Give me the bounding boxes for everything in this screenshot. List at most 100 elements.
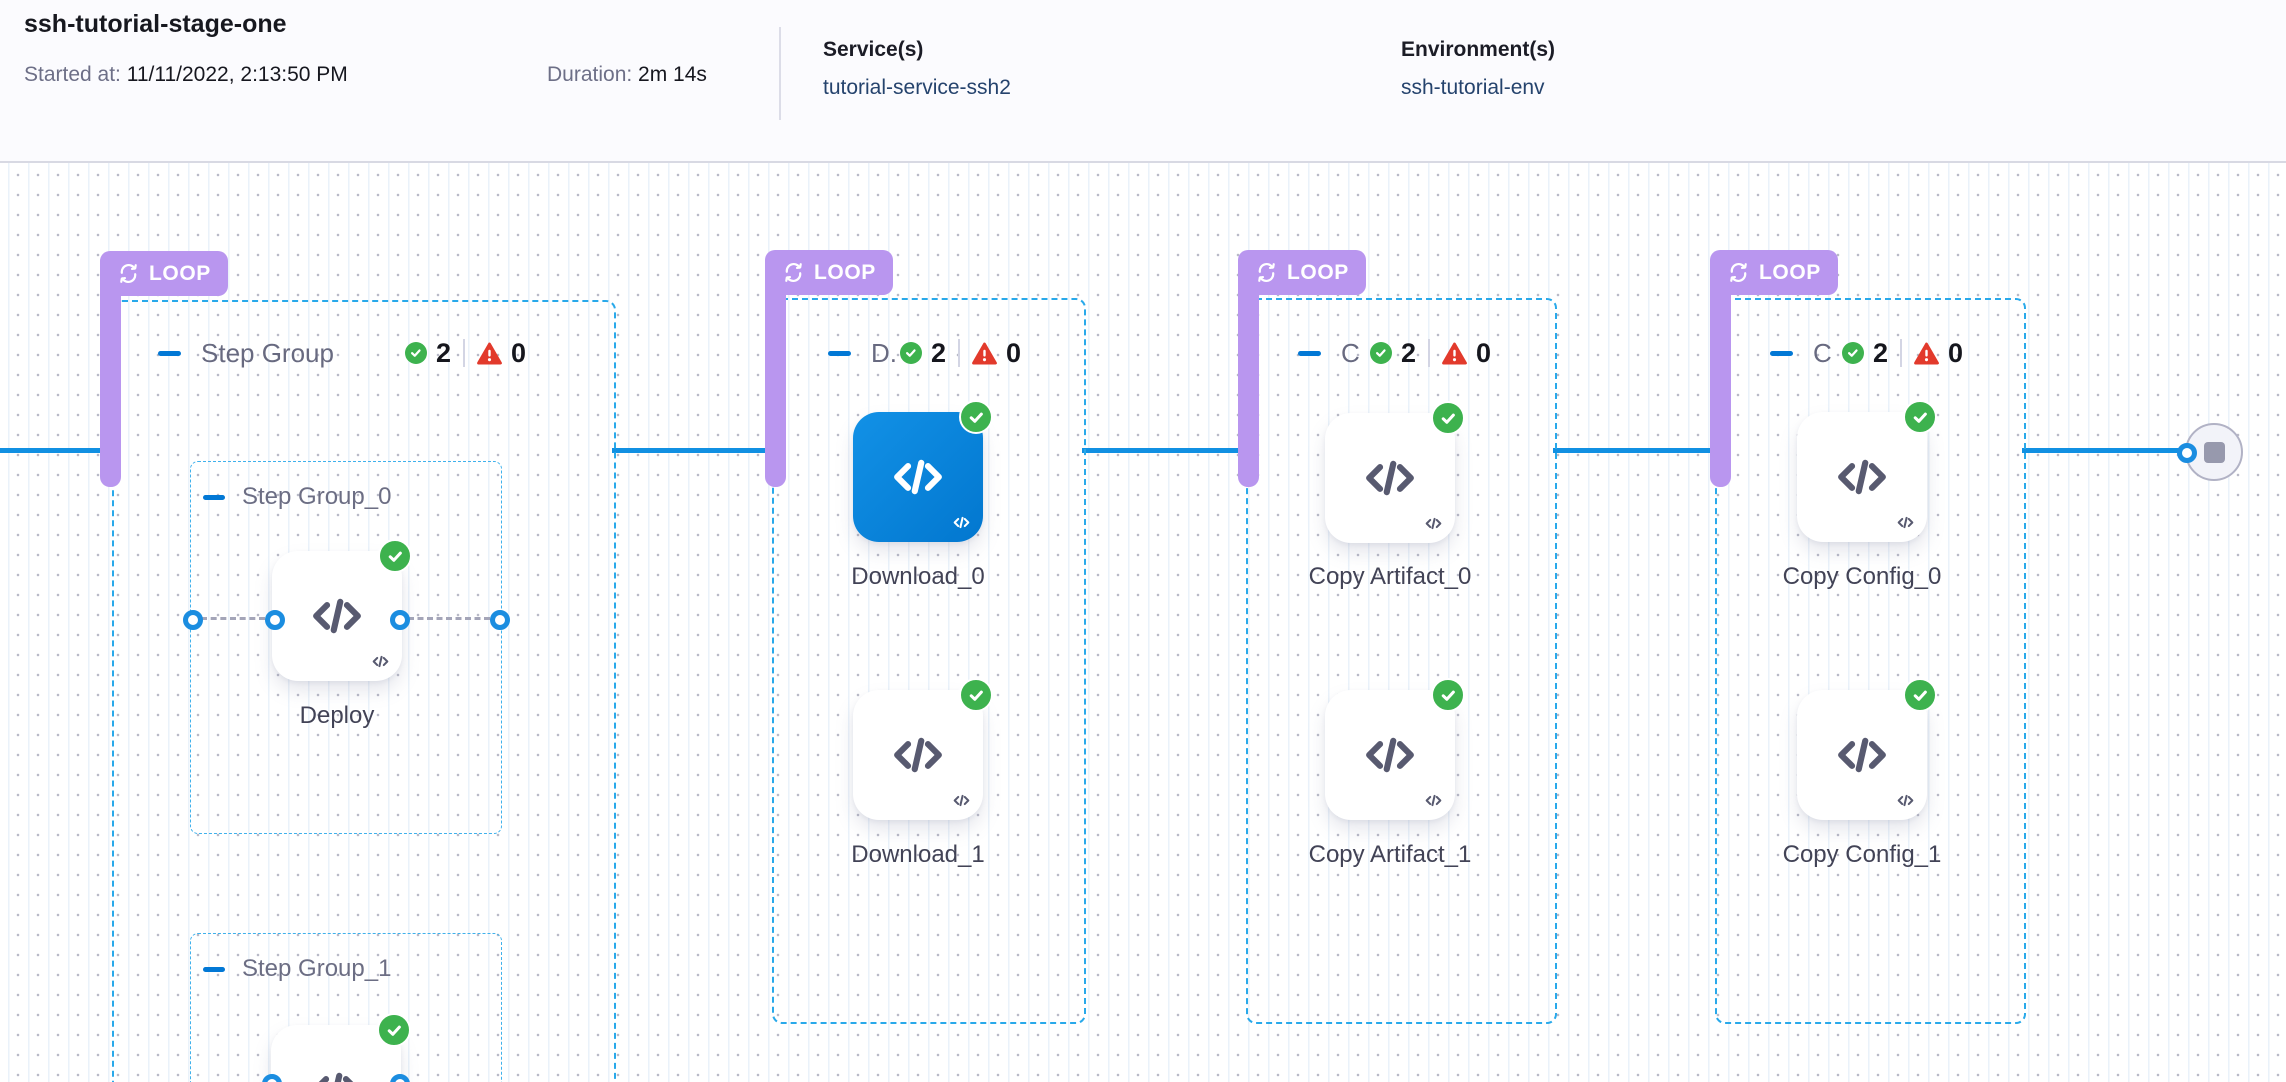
collapse-icon[interactable] [203, 966, 225, 972]
group-title: Step Group [201, 337, 334, 368]
success-count: 2 [436, 337, 452, 368]
step-label: Copy Artifact_0 [1308, 563, 1472, 590]
pipeline-canvas[interactable]: LOOP Step Group 2 0 Step Group_0 [0, 163, 2286, 1082]
collapse-icon[interactable] [203, 494, 225, 500]
group-header: C [1298, 336, 1360, 370]
services-label: Service(s) [823, 38, 924, 61]
code-icon-mini [1896, 791, 1915, 810]
flow-line-segment [1553, 448, 1715, 453]
connector-handle[interactable] [390, 1074, 410, 1082]
success-badge [1903, 400, 1937, 434]
success-badge [959, 678, 993, 712]
success-badge [959, 400, 993, 434]
step-card-copy-config-0[interactable] [1797, 400, 1937, 542]
failure-icon [1442, 341, 1467, 366]
collapse-icon[interactable] [828, 350, 851, 356]
code-icon [307, 1061, 365, 1082]
code-icon-mini [371, 652, 390, 671]
success-icon [1370, 342, 1392, 364]
step-card-copy-artifact-1[interactable] [1325, 678, 1465, 820]
code-icon [1833, 726, 1891, 784]
loop-icon [1727, 261, 1750, 284]
success-badge [378, 539, 412, 573]
connector-dashed [408, 617, 490, 620]
started-at-value: 11/11/2022, 2:13:50 PM [126, 63, 348, 86]
loop-icon [782, 261, 805, 284]
loop-strip [1710, 252, 1731, 487]
service-link[interactable]: tutorial-service-ssh2 [823, 76, 1011, 99]
header-divider [779, 27, 781, 120]
step-card-copy-config-1[interactable] [1797, 678, 1937, 820]
code-icon [889, 726, 947, 784]
code-icon [1361, 726, 1419, 784]
loop-group-step-group [112, 300, 616, 1082]
success-icon [405, 342, 427, 364]
loop-badge: LOOP [765, 250, 893, 295]
duration-value: 2m 14s [638, 63, 707, 86]
loop-badge-label: LOOP [149, 261, 211, 285]
connector-handle[interactable] [262, 1074, 282, 1082]
started-at-label: Started at: [24, 63, 127, 86]
failure-count: 0 [1476, 337, 1492, 368]
connector-handle[interactable] [2177, 443, 2197, 463]
success-icon [1842, 342, 1864, 364]
step-label: Copy Config_0 [1782, 563, 1942, 590]
success-count: 2 [931, 337, 947, 368]
failure-count: 0 [1006, 337, 1022, 368]
group-title: D. [871, 337, 897, 368]
count-divider [463, 339, 466, 367]
code-icon-mini [1896, 513, 1915, 532]
step-card-download-0[interactable] [853, 400, 993, 542]
loop-strip [765, 252, 786, 487]
loop-group-copy-config [1715, 298, 2026, 1024]
collapse-icon[interactable] [158, 350, 181, 356]
flow-line-segment [612, 448, 772, 453]
collapse-icon[interactable] [1770, 350, 1793, 356]
step-label: Copy Config_1 [1782, 841, 1942, 868]
success-count: 2 [1873, 337, 1889, 368]
connector-handle[interactable] [390, 610, 410, 630]
step-card-download-1[interactable] [853, 678, 993, 820]
loop-badge-label: LOOP [1759, 260, 1821, 284]
step-group-title: Step Group_0 [242, 483, 392, 510]
step-group-0-box [190, 461, 502, 834]
step-label: Deploy [299, 702, 375, 729]
success-icon [900, 342, 922, 364]
stage-title: ssh-tutorial-stage-one [24, 10, 287, 38]
connector-handle[interactable] [183, 610, 203, 630]
code-icon [1833, 448, 1891, 506]
loop-badge-label: LOOP [814, 260, 876, 284]
group-header: Step Group [158, 336, 334, 370]
collapse-icon[interactable] [1298, 350, 1321, 356]
failure-icon [972, 341, 997, 366]
success-badge [377, 1013, 411, 1047]
failure-icon [1914, 341, 1939, 366]
loop-strip [100, 252, 121, 487]
failure-icon [477, 341, 502, 366]
step-card-copy-artifact-0[interactable] [1325, 401, 1465, 543]
code-icon [889, 448, 947, 506]
environment-link[interactable]: ssh-tutorial-env [1401, 76, 1545, 99]
loop-group-download [772, 298, 1086, 1024]
loop-badge-label: LOOP [1287, 260, 1349, 284]
loop-badge: LOOP [1238, 250, 1366, 295]
flow-line-segment [1082, 448, 1246, 453]
step-label: Download_1 [851, 841, 985, 868]
group-title: C [1813, 337, 1832, 368]
success-badge [1431, 401, 1465, 435]
flow-line-segment [2022, 448, 2187, 453]
failure-count: 0 [1948, 337, 1964, 368]
connector-handle[interactable] [490, 610, 510, 630]
duration: Duration: 2m 14s [547, 63, 707, 87]
code-icon [1361, 449, 1419, 507]
loop-icon [1255, 261, 1278, 284]
loop-strip [1238, 252, 1259, 487]
group-header: C [1770, 336, 1832, 370]
step-group-0-header: Step Group_0 [203, 482, 391, 512]
step-card[interactable] [271, 1013, 411, 1082]
connector-handle[interactable] [265, 610, 285, 630]
code-icon-mini [952, 791, 971, 810]
step-card-deploy[interactable] [272, 539, 412, 681]
step-label: Download_0 [851, 563, 985, 590]
